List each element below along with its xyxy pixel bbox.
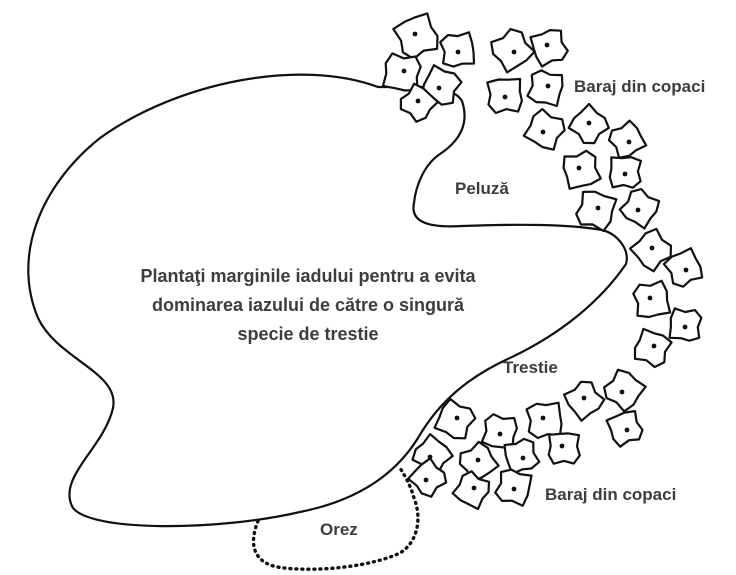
tree-outline <box>524 109 565 150</box>
tree-canopy <box>620 189 659 228</box>
tree-trunk-dot <box>503 95 508 100</box>
tree-canopy <box>635 329 672 367</box>
tree-canopy <box>531 30 568 66</box>
tree-trunk-dot <box>648 296 653 301</box>
tree-trunk-dot <box>512 487 517 492</box>
tree-outline <box>527 70 562 106</box>
rice-dotted-outline <box>254 468 418 569</box>
tree-trunk-dot <box>577 166 582 171</box>
tree-outline <box>531 30 568 66</box>
tree-trunk-dot <box>413 32 418 37</box>
center-text-line-3: specie de trestie <box>237 324 378 344</box>
label-rice: Orez <box>320 520 358 539</box>
tree-trunk-dot <box>545 43 550 48</box>
tree-canopy <box>495 470 531 506</box>
tree-trunk-dot <box>402 69 407 74</box>
tree-canopy <box>564 151 601 189</box>
tree-trunk-dot <box>560 444 565 449</box>
label-tree-barrier-bottom: Baraj din copaci <box>545 485 676 504</box>
tree-trunk-dot <box>683 325 688 330</box>
tree-outline <box>607 411 643 447</box>
tree-canopy <box>633 281 670 317</box>
tree-canopy <box>670 308 702 340</box>
tree-outline <box>670 308 702 340</box>
tree-canopy <box>527 70 562 106</box>
tree-outline <box>564 151 601 189</box>
tree-outline <box>440 32 474 66</box>
tree-canopy <box>569 104 609 143</box>
tree-trunk-dot <box>596 206 601 211</box>
tree-trunk-dot <box>498 432 503 437</box>
tree-canopy <box>609 121 646 158</box>
tree-trunk-dot <box>521 456 526 461</box>
tree-canopy <box>491 29 534 72</box>
tree-trunk-dot <box>546 84 551 89</box>
tree-canopy <box>487 79 522 113</box>
tree-outline <box>576 192 616 231</box>
tree-trunk-dot <box>582 396 587 401</box>
tree-trunk-dot <box>650 246 655 251</box>
tree-trunk-dot <box>512 50 517 55</box>
label-lawn: Peluză <box>455 179 509 198</box>
tree-canopy <box>610 157 641 188</box>
tree-canopy <box>393 13 437 59</box>
tree-canopy <box>505 439 540 474</box>
tree-outline <box>609 121 646 158</box>
label-reeds: Trestie <box>503 358 558 377</box>
tree-trunk-dot <box>587 121 592 126</box>
tree-trunk-dot <box>476 458 481 463</box>
tree-trunk-dot <box>652 344 657 349</box>
tree-trunk-dot <box>437 86 442 91</box>
tree-trunk-dot <box>455 416 460 421</box>
tree-canopy <box>435 399 476 438</box>
tree-canopy <box>524 109 565 150</box>
tree-outline <box>549 433 580 463</box>
tree-outline <box>564 382 604 421</box>
tree-trunk-dot <box>416 99 421 104</box>
tree-canopy <box>607 411 643 447</box>
tree-trunk-dot <box>541 416 546 421</box>
center-text-line-1: Plantaţi marginile iadului pentru a evit… <box>140 266 476 286</box>
label-tree-barrier-top: Baraj din copaci <box>574 77 705 96</box>
tree-trunk-dot <box>625 428 630 433</box>
tree-trunk-dot <box>424 478 429 483</box>
center-text-line-2: dominarea iazului de către o singură <box>152 295 465 315</box>
tree-canopy <box>440 32 474 66</box>
tree-outline <box>604 370 646 412</box>
tree-outline <box>527 403 562 438</box>
tree-trunk-dot <box>541 130 546 135</box>
tree-trunk-dot <box>456 50 461 55</box>
tree-canopy <box>527 403 562 438</box>
tree-trunk-dot <box>623 172 628 177</box>
tree-canopy <box>576 192 616 231</box>
tree-trunk-dot <box>627 140 632 145</box>
tree-canopy <box>564 382 604 421</box>
tree-trunk-dot <box>620 390 625 395</box>
tree-trunk-dot <box>472 486 477 491</box>
tree-trunk-dot <box>684 268 689 273</box>
tree-canopy <box>604 370 646 412</box>
tree-canopy <box>549 433 580 463</box>
tree-trunk-dot <box>636 208 641 213</box>
